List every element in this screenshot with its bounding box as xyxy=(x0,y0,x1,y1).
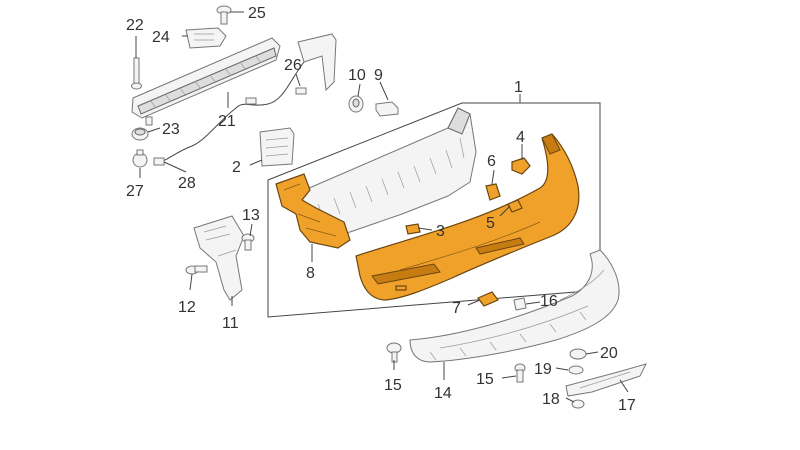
bolt-25 xyxy=(216,5,232,25)
callout-4: 4 xyxy=(516,129,525,146)
callout-8: 8 xyxy=(306,265,315,282)
callout-27: 27 xyxy=(126,183,144,200)
screw-13 xyxy=(241,233,255,251)
callout-16: 16 xyxy=(540,293,558,310)
fastener-15-right xyxy=(514,363,526,383)
connector-28 xyxy=(153,157,165,166)
callout-23: 23 xyxy=(162,121,180,138)
sleeve-9 xyxy=(375,101,399,117)
callout-17: 17 xyxy=(618,397,636,414)
assembly-frame xyxy=(267,102,601,318)
callout-13: 13 xyxy=(242,207,260,224)
callout-10: 10 xyxy=(348,67,366,84)
lower-diffuser xyxy=(409,249,620,363)
callout-20: 20 xyxy=(600,345,618,362)
clip-4 xyxy=(511,157,531,175)
callout-18: 18 xyxy=(542,391,560,408)
pad-2 xyxy=(259,127,295,167)
grommet-20 xyxy=(569,348,587,360)
clip-5 xyxy=(507,199,523,213)
callout-28: 28 xyxy=(178,175,196,192)
callout-25: 25 xyxy=(248,5,266,22)
bracket-24 xyxy=(185,27,227,49)
callout-9: 9 xyxy=(374,67,383,84)
callout-19: 19 xyxy=(534,361,552,378)
grommet-23 xyxy=(131,127,149,141)
callout-labels: 1 2 3 4 5 6 7 8 9 10 11 12 13 14 15 15 1… xyxy=(126,5,636,414)
reinforcement-beam xyxy=(131,37,281,126)
clip-7 xyxy=(477,291,499,307)
callout-2: 2 xyxy=(232,159,241,176)
callout-1: 1 xyxy=(514,79,523,96)
bracket-8 xyxy=(275,173,351,249)
clip-3 xyxy=(405,223,421,235)
callout-11: 11 xyxy=(222,315,239,332)
callout-26: 26 xyxy=(284,57,302,74)
callout-5: 5 xyxy=(486,215,495,232)
clip-16 xyxy=(513,297,527,311)
callout-22: 22 xyxy=(126,17,144,34)
callout-6: 6 xyxy=(487,153,496,170)
callout-3: 3 xyxy=(436,223,445,240)
callout-15a: 15 xyxy=(384,377,402,394)
callout-12: 12 xyxy=(178,299,196,316)
callout-21: 21 xyxy=(218,113,236,130)
panel-17 xyxy=(565,363,647,397)
stud-22 xyxy=(131,57,142,90)
screw-12 xyxy=(185,265,208,275)
clip-6 xyxy=(485,183,501,201)
callout-15b: 15 xyxy=(476,371,494,388)
callout-7: 7 xyxy=(452,300,461,317)
callout-14: 14 xyxy=(434,385,452,402)
washer-19 xyxy=(568,365,584,375)
wiring-harness xyxy=(159,33,337,163)
sensor-27 xyxy=(132,149,148,168)
nut-18 xyxy=(571,399,585,409)
side-bracket-11 xyxy=(193,215,245,301)
fastener-15-left xyxy=(386,342,402,363)
callout-24: 24 xyxy=(152,29,170,46)
leader-lines xyxy=(135,11,629,403)
cap-10 xyxy=(348,95,364,113)
